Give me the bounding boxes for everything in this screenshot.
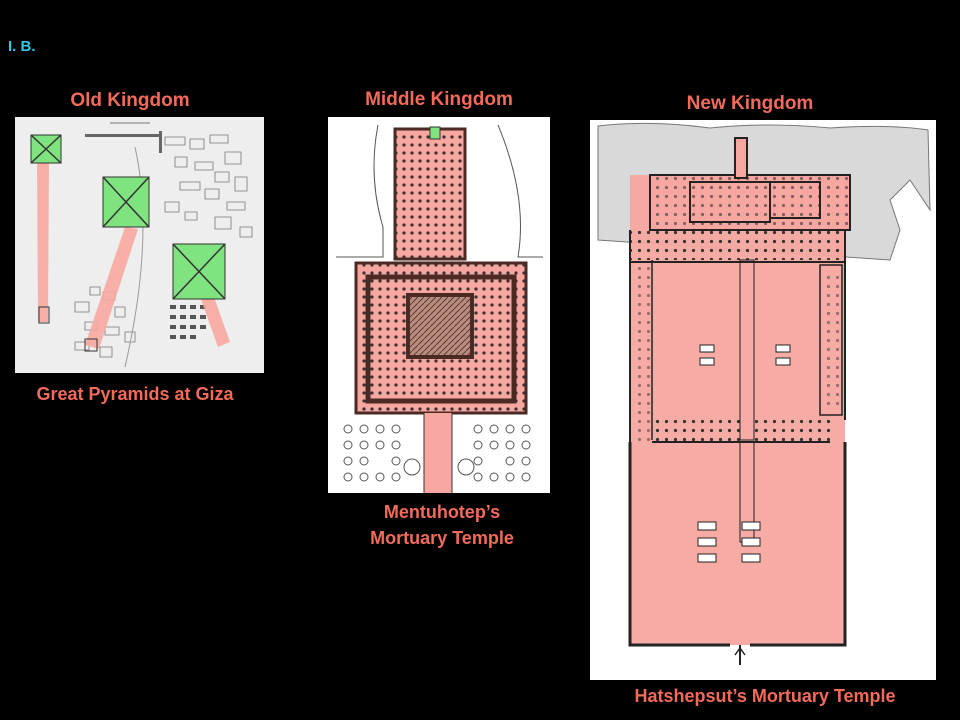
hatshepsut-temple-plan: [590, 120, 936, 680]
mentuhotep-caption-line1: Mentuhotep’s: [383, 502, 501, 522]
new-kingdom-heading: New Kingdom: [686, 93, 814, 114]
mentuhotep-plan-drawing: [336, 124, 543, 493]
giza-plan-drawing: [15, 117, 264, 373]
section-label: I. B.: [8, 38, 36, 55]
mentuhotep-temple-plan: [328, 117, 550, 493]
hatshepsut-plan-drawing: [597, 122, 931, 665]
hatshepsut-caption: Hatshepsut’s Mortuary Temple: [634, 686, 896, 706]
middle-kingdom-heading: Middle Kingdom: [365, 89, 513, 110]
old-kingdom-heading: Old Kingdom: [70, 90, 190, 111]
mentuhotep-caption-line2: Mortuary Temple: [370, 528, 514, 548]
giza-caption: Great Pyramids at Giza: [36, 384, 234, 404]
giza-site-plan: [15, 117, 264, 373]
